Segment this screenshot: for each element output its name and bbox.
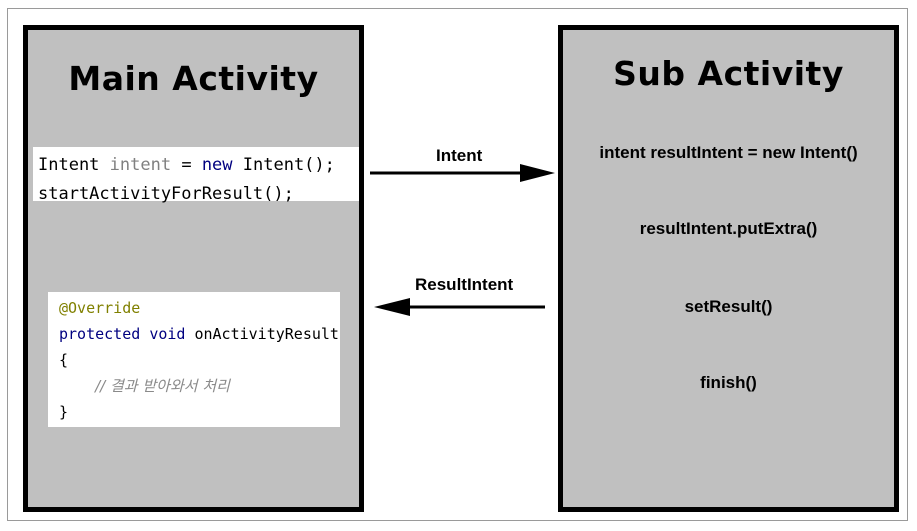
result-intent-arrow [374,298,545,316]
code-annotation-override: @Override [59,299,141,317]
sub-activity-panel: Sub Activity intent resultIntent = new I… [558,25,899,512]
sub-step-set-result: setResult() [684,297,773,316]
sub-step-put-extra: resultIntent.putExtra() [639,219,818,238]
code-keyword-void: void [149,325,186,343]
code-open-brace: { [59,351,69,369]
forward-intent-arrow [370,164,555,182]
code-method-signature: protected void onActivityResult [59,321,340,347]
code-keyword-protected: protected [59,325,141,343]
main-activity-title: Main Activity [68,59,319,98]
result-code-box: @Override protected void onActivityResul… [48,292,340,427]
back-arrow-label: ResultIntent [415,275,514,294]
intent-code-box: Intent intent = new Intent(); startActiv… [33,147,359,204]
code-comment: // 결과 받아와서 처리 [95,377,230,395]
code-comment-line: // 결과 받아와서 처리 [59,373,340,399]
code-method-name: onActivityResult [194,325,339,343]
code-keyword-new: new [201,155,233,175]
sub-step-finish: finish() [700,373,757,392]
intent-code-line-1: Intent intent = new Intent(); [38,151,359,180]
main-activity-panel: Main Activity Intent intent = new Intent… [23,25,364,512]
code-type-intent: Intent [38,155,100,175]
code-constructor: Intent(); [232,155,335,175]
code-close-brace: } [59,403,69,421]
forward-arrow-label: Intent [436,146,483,165]
sub-activity-title: Sub Activity [613,54,844,93]
sub-step-create-intent: intent resultIntent = new Intent() [599,143,858,162]
intent-code-line-2: startActivityForResult(); [38,184,294,204]
code-assign-op: = [171,155,202,175]
code-variable-intent: intent [109,155,172,175]
